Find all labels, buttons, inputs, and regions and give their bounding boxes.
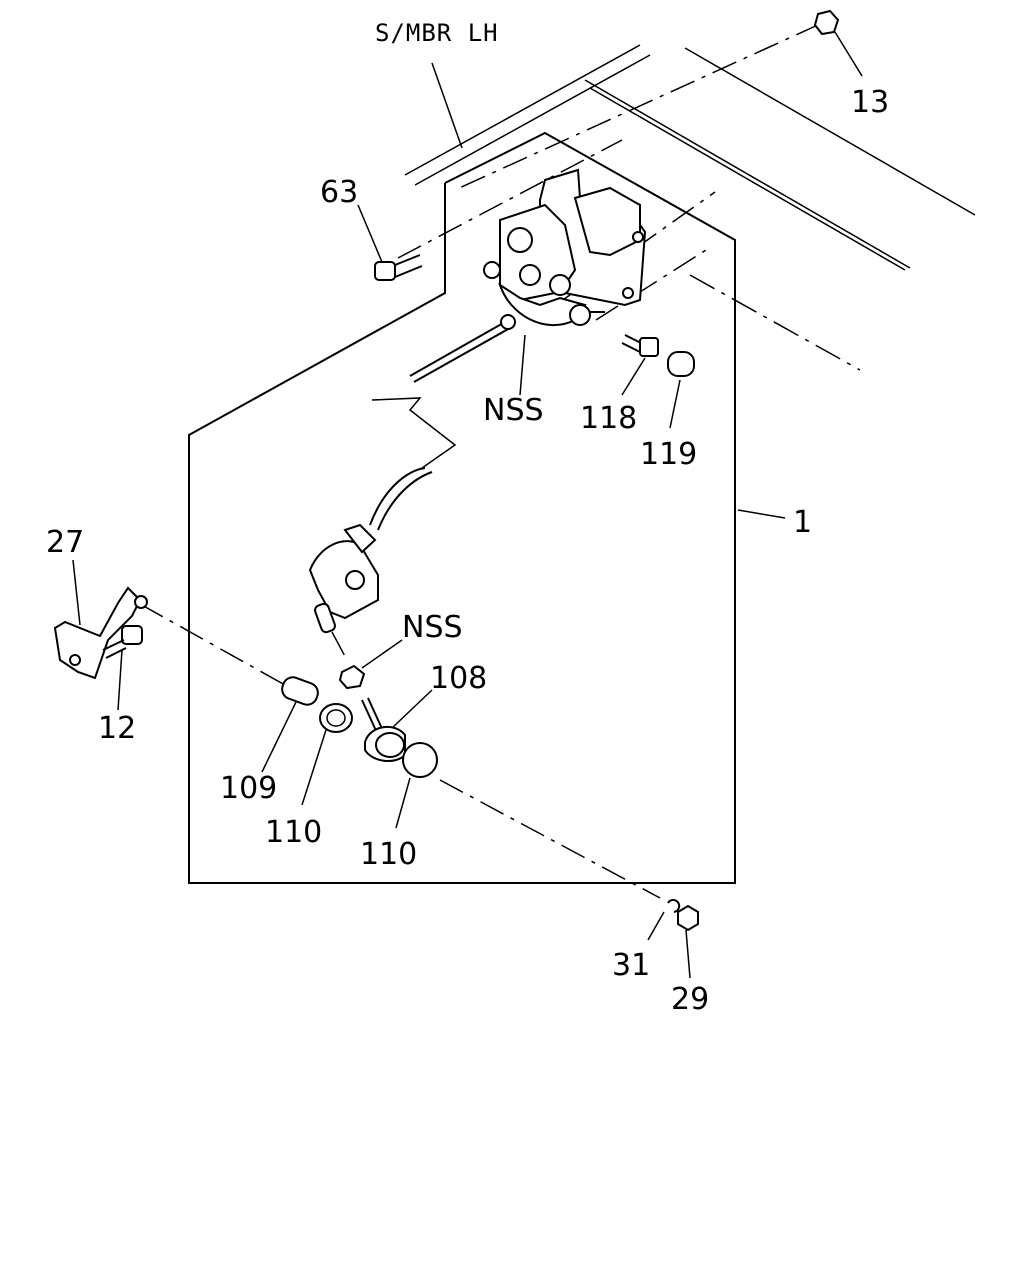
callout-108: 108 (430, 661, 487, 696)
callout-118: 118 (580, 401, 637, 436)
assembly-boundary (188, 131, 736, 884)
cap-119 (667, 351, 695, 377)
bolt-63 (374, 254, 423, 281)
bushing-110-left (319, 703, 353, 733)
nut-nss (338, 664, 366, 690)
callout-110-left: 110 (265, 815, 322, 850)
bolt-12 (102, 625, 143, 659)
lower-lever (308, 523, 379, 634)
nut-29 (677, 904, 699, 932)
bracket-27 (53, 586, 148, 680)
callout-12: 12 (98, 711, 136, 746)
frame-label-s-mbr-lh: S/MBR LH (375, 19, 499, 47)
callout-13: 13 (851, 85, 889, 120)
callout-109: 109 (220, 771, 277, 806)
control-rod (369, 314, 516, 531)
washer-31 (667, 899, 681, 913)
bushing-110-right (402, 742, 438, 778)
height-control-valve (483, 168, 647, 326)
ball-joint-108 (361, 697, 406, 762)
centerlines (139, 23, 821, 899)
sleeve-109 (281, 676, 319, 706)
callout-119: 119 (640, 437, 697, 472)
callout-110-right: 110 (360, 837, 417, 872)
nut-13 (813, 9, 840, 36)
callout-31: 31 (612, 948, 650, 983)
bolt-118 (621, 334, 659, 357)
callout-1: 1 (793, 505, 812, 540)
callout-nss-lower: NSS (402, 610, 463, 645)
leader-lines (72, 31, 863, 979)
callout-nss-upper: NSS (483, 393, 544, 428)
callout-63: 63 (320, 175, 358, 210)
callout-29: 29 (671, 982, 709, 1017)
side-member-frame (404, 44, 976, 371)
callout-27: 27 (46, 525, 84, 560)
